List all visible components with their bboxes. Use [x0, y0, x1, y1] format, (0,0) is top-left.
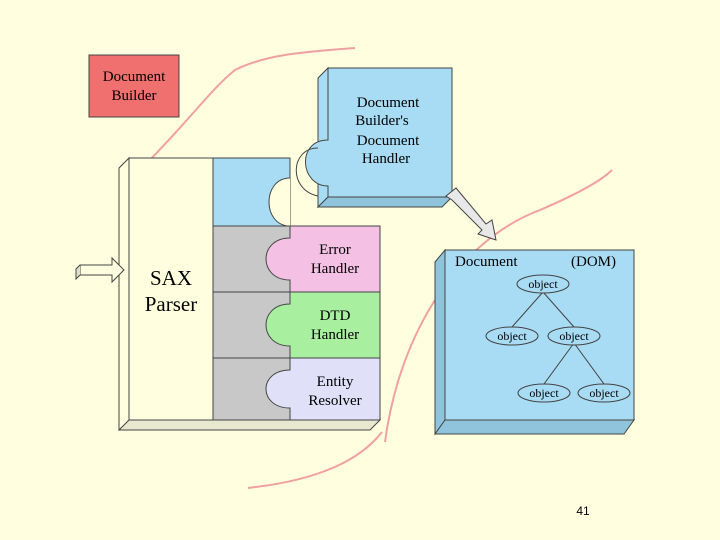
- document-handler-label-line3: Document: [357, 133, 420, 149]
- tree-edge: [542, 291, 575, 328]
- document-handler-label-line1: Document: [357, 95, 420, 111]
- error-handler-label-line2: Handler: [311, 261, 359, 277]
- entity-resolver-tile: Entity Resolver: [265, 357, 381, 421]
- entity-resolver-label-line2: Resolver: [308, 393, 361, 409]
- tree-edge: [573, 342, 605, 385]
- dom-node-left: object: [485, 326, 539, 346]
- dom-node-label: object: [528, 277, 558, 291]
- dom-node-label: object: [589, 386, 619, 400]
- error-handler-label-line1: Error: [319, 242, 351, 258]
- dtd-handler-label-line1: DTD: [320, 308, 351, 324]
- document-builder-label-line2: Builder: [112, 88, 157, 104]
- document-builder-box: Document Builder: [88, 54, 180, 118]
- sax-parser-label-line1: SAX: [150, 266, 192, 290]
- dom-node-label: object: [497, 329, 527, 343]
- dom-node-root: object: [516, 274, 570, 294]
- entity-resolver-label-line1: Entity: [317, 374, 354, 390]
- handler-tab-connector: [268, 177, 291, 227]
- dom-node-label: object: [529, 386, 559, 400]
- decorative-curve-bottom: [247, 431, 383, 489]
- document-handler-piece: Document Builder's Document Handler: [295, 66, 454, 209]
- dom-node-leaf-right: object: [577, 383, 631, 403]
- dom-block: Document (DOM) object object object obje…: [434, 248, 635, 436]
- input-arrow: [75, 256, 125, 284]
- dom-node-right: object: [547, 326, 601, 346]
- dtd-handler-label-line2: Handler: [311, 327, 359, 343]
- dom-title: Document: [455, 254, 518, 270]
- sax-parser-label-line2: Parser: [145, 292, 197, 316]
- decorative-curve-middle: [384, 169, 613, 443]
- handler-to-dom-arrow: [445, 187, 497, 241]
- dom-tag: (DOM): [571, 254, 616, 270]
- document-handler-label-line2: Builder's: [355, 113, 409, 129]
- tree-edge: [511, 291, 544, 328]
- dtd-handler-tile: DTD Handler: [265, 291, 381, 359]
- tree-edge: [543, 342, 575, 385]
- document-handler-label-line4: Handler: [362, 151, 410, 167]
- page-number: 41: [576, 504, 590, 518]
- dom-node-leaf-left: object: [517, 383, 571, 403]
- decorative-curve-top: [139, 47, 356, 171]
- document-builder-label-line1: Document: [103, 69, 166, 85]
- dom-node-label: object: [559, 329, 589, 343]
